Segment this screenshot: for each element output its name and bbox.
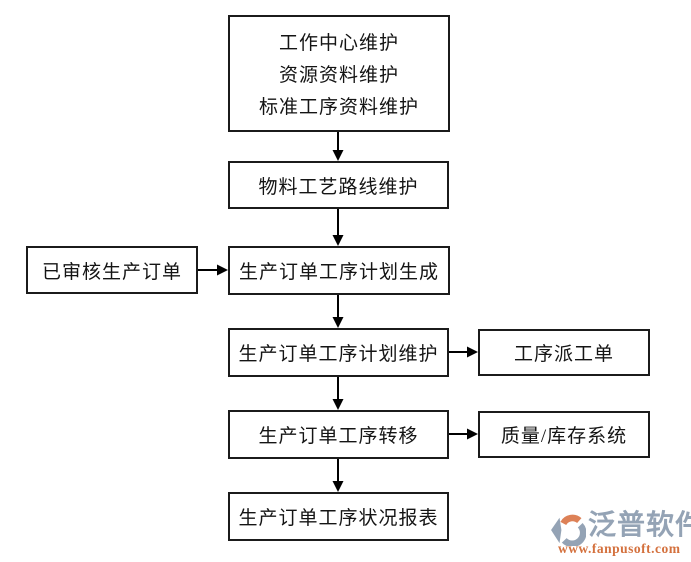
node-material-routing-maintenance: 物料工艺路线维护 <box>228 161 449 209</box>
node-master-data-maintenance: 工作中心维护 资源资料维护 标准工序资料维护 <box>228 15 450 132</box>
node-label: 质量/库存系统 <box>500 426 628 447</box>
node-line-resource-data: 资源资料维护 <box>278 65 399 86</box>
node-label: 已审核生产订单 <box>41 261 182 283</box>
fanpu-logo-url-text: www.fanpusoft.com <box>558 541 681 556</box>
node-label: 生产订单工序状况报表 <box>238 508 439 529</box>
node-process-dispatch-order: 工序派工单 <box>478 329 650 376</box>
node-process-plan-generation: 生产订单工序计划生成 <box>228 246 450 295</box>
node-process-plan-maintenance: 生产订单工序计划维护 <box>228 328 449 377</box>
node-label: 生产订单工序计划维护 <box>238 344 439 365</box>
fanpu-logo-icon <box>551 514 586 546</box>
node-quality-inventory-system: 质量/库存系统 <box>478 411 650 458</box>
fanpu-logo-brand-text: 泛普软件 <box>588 510 691 541</box>
node-label: 工序派工单 <box>513 344 614 365</box>
fanpu-logo: 泛普软件 www.fanpusoft.com <box>550 510 691 557</box>
node-process-transfer: 生产订单工序转移 <box>228 410 449 459</box>
node-line-standard-process: 标准工序资料维护 <box>258 97 419 118</box>
node-approved-production-order: 已审核生产订单 <box>26 246 198 294</box>
node-label: 物料工艺路线维护 <box>258 176 419 198</box>
node-label: 生产订单工序转移 <box>258 426 419 447</box>
node-process-status-report: 生产订单工序状况报表 <box>228 492 449 541</box>
node-label: 生产订单工序计划生成 <box>238 262 439 283</box>
node-line-work-center: 工作中心维护 <box>278 33 399 54</box>
